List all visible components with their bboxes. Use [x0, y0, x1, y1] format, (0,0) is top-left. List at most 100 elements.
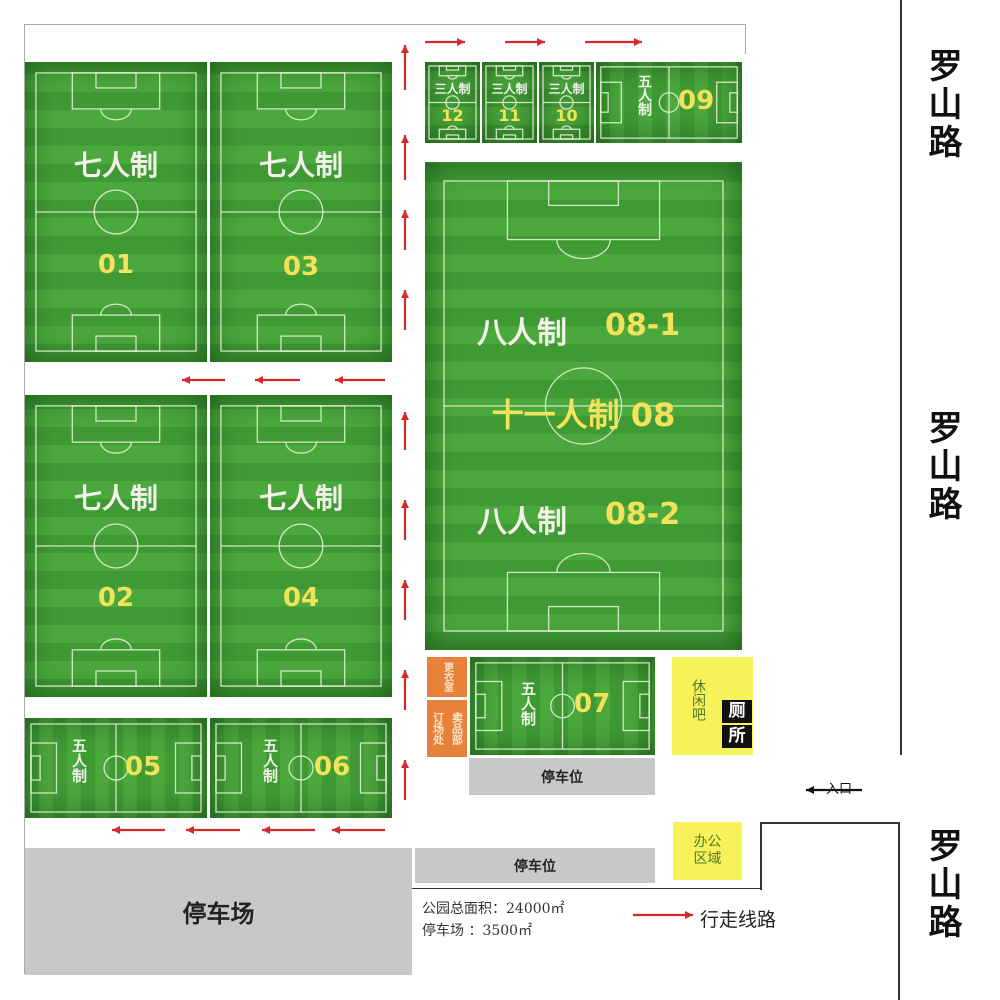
- field-04[interactable]: 七人制 04: [210, 395, 392, 697]
- field-number: 03: [282, 252, 320, 282]
- arrow-head-icon: [401, 670, 409, 678]
- park-boundary-left: [24, 24, 25, 974]
- arrow-head-icon: [332, 826, 340, 834]
- field-06[interactable]: 五人制 06: [210, 718, 392, 818]
- field-type: 七人制: [73, 482, 158, 515]
- field-03[interactable]: 七人制 03: [210, 62, 392, 362]
- booking-office: 订场处: [431, 712, 445, 745]
- road-edge: [412, 888, 762, 889]
- road-edge: [760, 822, 762, 890]
- office-label: 办公区域: [693, 834, 722, 867]
- field-07[interactable]: 五人制 07: [470, 657, 655, 755]
- field-type: 三人制: [548, 82, 585, 96]
- field-type: 三人制: [434, 82, 471, 96]
- arrow-head-icon: [255, 376, 263, 384]
- arrow-head-icon: [457, 38, 465, 46]
- field-type: 七人制: [258, 149, 343, 182]
- shop: 卖品部: [450, 712, 464, 745]
- field-markings: [35, 72, 197, 352]
- arrow-head-icon: [537, 38, 545, 46]
- lounge: 休闲吧 厕 所: [672, 657, 753, 755]
- road-edge: [760, 822, 900, 824]
- field-08-2-type: 八人制: [477, 505, 567, 540]
- field-number: 07: [574, 689, 611, 719]
- field-type: 五人制: [636, 74, 652, 116]
- entrance-label: 入口: [826, 782, 853, 797]
- toilet-char-1: 厕: [728, 701, 746, 721]
- field-markings: [443, 180, 724, 632]
- field-10[interactable]: 三人制 10: [539, 62, 594, 143]
- field-number: 11: [498, 106, 521, 125]
- road-edge: [898, 822, 900, 1000]
- park-boundary-right: [745, 24, 746, 54]
- legend-parking-area: 停车场 ：3500㎡: [422, 923, 533, 939]
- arrow-head-icon: [401, 580, 409, 588]
- field-08-1-type: 八人制: [477, 316, 567, 351]
- parking-lot: 停车场: [25, 848, 412, 975]
- field-type: 七人制: [258, 482, 343, 515]
- field-08-2-number: 08-2: [605, 497, 681, 532]
- field-markings: [30, 723, 202, 813]
- field-08-1-number: 08-1: [605, 308, 681, 343]
- field-markings: [475, 662, 650, 750]
- field-markings: [428, 65, 477, 140]
- field-markings: [215, 723, 387, 813]
- changing-room: 更衣室: [427, 657, 467, 697]
- field-number: 09: [678, 86, 715, 116]
- field-08[interactable]: 八人制 08-1 十一人制 08 八人制 08-2: [425, 162, 742, 650]
- arrow-head-icon: [401, 210, 409, 218]
- legend-walk-route: 行走线路: [700, 909, 777, 931]
- arrow-head-icon: [401, 760, 409, 768]
- toilet-char-2: 所: [722, 723, 752, 748]
- arrow-head-icon: [401, 412, 409, 420]
- field-number: 05: [125, 752, 162, 782]
- parking-spot-2: 停车位: [415, 848, 655, 883]
- arrow-head-icon: [112, 826, 120, 834]
- road-label: 罗山路: [922, 410, 962, 524]
- field-type: 七人制: [73, 149, 158, 182]
- field-type: 三人制: [491, 82, 528, 96]
- field-markings: [600, 66, 738, 139]
- arrow-head-icon: [401, 45, 409, 53]
- field-markings: [485, 65, 534, 140]
- field-number: 06: [314, 752, 351, 782]
- arrow-head-icon: [806, 786, 814, 794]
- field-number: 12: [441, 106, 464, 125]
- field-type: 五人制: [261, 738, 279, 783]
- field-number: 01: [97, 250, 135, 280]
- arrow-head-icon: [182, 376, 190, 384]
- field-markings: [542, 65, 591, 140]
- field-markings: [220, 405, 382, 687]
- toilet: 厕 所: [722, 700, 752, 748]
- road-label: 罗山路: [922, 48, 962, 162]
- road-label: 罗山路: [922, 828, 962, 942]
- field-type: 五人制: [70, 738, 88, 783]
- arrow-head-icon: [401, 500, 409, 508]
- parking-spot-1: 停车位: [469, 758, 655, 795]
- field-12[interactable]: 三人制 12: [425, 62, 480, 143]
- field-08-label: 十一人制 08: [491, 396, 676, 434]
- shop-booking: 订场处 卖品部: [427, 700, 467, 757]
- arrow-head-icon: [634, 38, 642, 46]
- field-11[interactable]: 三人制 11: [482, 62, 537, 143]
- arrow-head-icon: [401, 290, 409, 298]
- field-number: 10: [555, 106, 578, 125]
- legend-total-area: 公园总面积：24000㎡: [422, 901, 565, 917]
- field-markings: [220, 72, 382, 352]
- field-05[interactable]: 五人制 05: [25, 718, 207, 818]
- lounge-label: 休闲吧: [690, 679, 706, 721]
- arrow-head-icon: [262, 826, 270, 834]
- park-boundary-top: [25, 24, 745, 25]
- arrow-head-icon: [335, 376, 343, 384]
- field-09[interactable]: 五人制 09: [596, 62, 742, 143]
- office-area: 办公区域: [673, 822, 742, 880]
- field-02[interactable]: 七人制 02: [25, 395, 207, 697]
- arrow-head-icon: [685, 911, 693, 919]
- field-markings: [35, 405, 197, 687]
- field-number: 02: [97, 583, 135, 613]
- arrow-head-icon: [401, 135, 409, 143]
- field-01[interactable]: 七人制 01: [25, 62, 207, 362]
- field-number: 04: [282, 583, 320, 613]
- field-type: 五人制: [519, 681, 537, 726]
- arrow-head-icon: [186, 826, 194, 834]
